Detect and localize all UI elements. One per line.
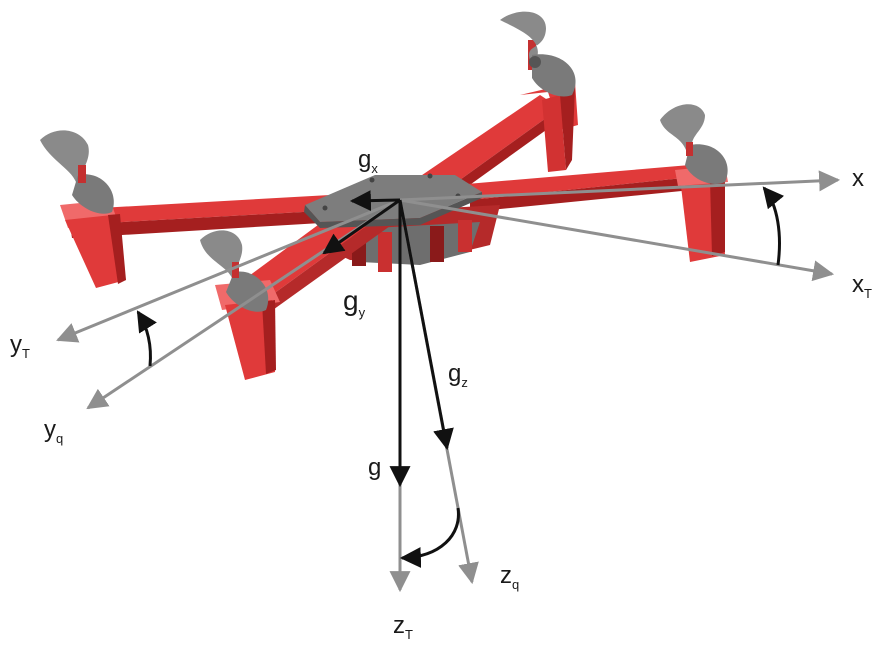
arm-left [60,195,338,288]
center-plate [305,175,482,222]
angle-arc-z [399,507,460,568]
propeller-back [500,11,576,97]
propeller-right [660,104,728,185]
label-zT: zT [393,612,413,642]
label-gx: gx [358,146,378,176]
gravity-vectors [322,190,454,488]
angle-arc-x [762,186,785,266]
gy-vector [322,198,401,255]
label-x: x [852,165,864,192]
label-zq: zq [500,562,519,592]
x-axis-arrow [399,170,841,202]
angle-arc-y [136,310,157,367]
propeller-left [40,130,114,214]
xT-axis-arrow [399,198,835,282]
propeller-front [200,230,269,312]
label-yT: yT [10,331,30,361]
label-yq: yq [44,416,63,446]
label-gz: gz [448,360,468,390]
quadrotor-frame [60,82,728,380]
gx-vector [349,190,401,212]
gz-vector [398,199,454,451]
angle-arcs [136,186,785,568]
label-g: g [368,454,381,481]
yT-axis-arrow [56,198,401,343]
label-xT: xT [852,271,872,301]
label-gy: gy [343,285,366,320]
